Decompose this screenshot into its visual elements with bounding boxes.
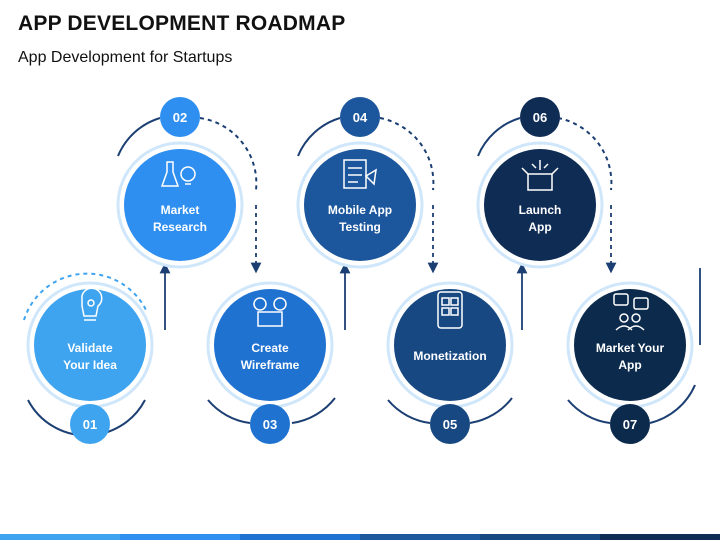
step-2-arc-dashed <box>199 117 258 191</box>
step-5-number: 05 <box>443 417 457 432</box>
bottom-bar-segment-5 <box>480 534 600 540</box>
roadmap-step-5: Monetization 05 <box>386 281 514 444</box>
step-7-bottom-arc <box>567 399 611 424</box>
step-6-top-arc <box>477 117 521 157</box>
step-5-bottom-arc-2 <box>469 397 513 424</box>
step-5-circle <box>394 289 506 401</box>
step-4-number-badge <box>340 97 380 137</box>
step-1-number-badge <box>70 404 110 444</box>
mobile-screen-icon <box>437 291 463 329</box>
lightbulb-gears-icon <box>81 287 103 321</box>
bottom-bar-segment-3 <box>240 534 360 540</box>
step-2-label-line2: Research <box>153 220 207 234</box>
wireframe-tools-icon <box>253 297 287 327</box>
roadmap-step-3: Create Wireframe 03 <box>206 281 336 444</box>
page-title: APP DEVELOPMENT ROADMAP <box>18 12 346 35</box>
step-6-number-badge <box>520 97 560 137</box>
step-2-number: 02 <box>173 110 187 125</box>
step-1-circle <box>34 289 146 401</box>
step-7-bottom-arc-2 <box>649 384 696 424</box>
step-2-circle <box>124 149 236 261</box>
bottom-bar-segment-6 <box>600 534 720 540</box>
bottom-bar-segment-1 <box>0 534 120 540</box>
roadmap-step-6: Launch App 06 <box>476 97 613 269</box>
step-3-number: 03 <box>263 417 277 432</box>
step-3-number-badge <box>250 404 290 444</box>
step-3-circle <box>214 289 326 401</box>
step-1-label-line2: Your Idea <box>63 358 117 372</box>
roadmap-step-4: Mobile App Testing 04 <box>296 97 435 269</box>
step-7-label-line2: App <box>618 358 641 372</box>
step-4-circle <box>304 149 416 261</box>
step-3-label-line1: Create <box>251 341 289 355</box>
step-6-arc-dashed <box>557 117 613 191</box>
connector-arrows <box>159 205 701 345</box>
step-4-label-line2: Testing <box>339 220 381 234</box>
step-2-top-arc <box>117 117 161 157</box>
research-flask-bulb-icon <box>160 161 196 187</box>
step-7-label-line1: Market Your <box>596 341 665 355</box>
step-2-number-badge <box>160 97 200 137</box>
step-3-bottom-arc <box>207 399 251 424</box>
page-subtitle: App Development for Startups <box>18 49 233 66</box>
step-4-label-line1: Mobile App <box>328 203 392 217</box>
roadmap-step-2: Market Research 02 <box>116 97 258 269</box>
social-media-people-icon <box>613 293 649 331</box>
step-2-label-line1: Market <box>161 203 200 217</box>
step-6-circle <box>484 149 596 261</box>
step-4-number: 04 <box>353 110 368 125</box>
step-1-label-line1: Validate <box>67 341 113 355</box>
step-7-circle <box>574 289 686 401</box>
step-3-bottom-arc-2 <box>291 397 336 424</box>
step-7-number-badge <box>610 404 650 444</box>
bottom-bar-segment-4 <box>360 534 480 540</box>
step-4-top-arc <box>297 117 341 157</box>
step-6-number: 06 <box>533 110 547 125</box>
bottom-bar-segment-2 <box>120 534 240 540</box>
roadmap-step-7: Market Your App 07 <box>566 281 696 444</box>
step-5-bottom-arc <box>387 399 431 424</box>
step-1-number: 01 <box>83 417 97 432</box>
step-3-label-line2: Wireframe <box>241 358 300 372</box>
step-7-number: 07 <box>623 417 637 432</box>
step-4-arc-dashed <box>379 117 435 191</box>
open-box-launch-icon <box>521 160 559 191</box>
roadmap-step-1: Validate Your Idea 01 <box>23 272 154 444</box>
step-6-label-line2: App <box>528 220 551 234</box>
checklist-testing-icon <box>343 159 377 189</box>
step-5-label-line1: Monetization <box>413 349 486 363</box>
bottom-color-bar <box>0 534 720 540</box>
step-5-number-badge <box>430 404 470 444</box>
step-6-label-line1: Launch <box>519 203 562 217</box>
